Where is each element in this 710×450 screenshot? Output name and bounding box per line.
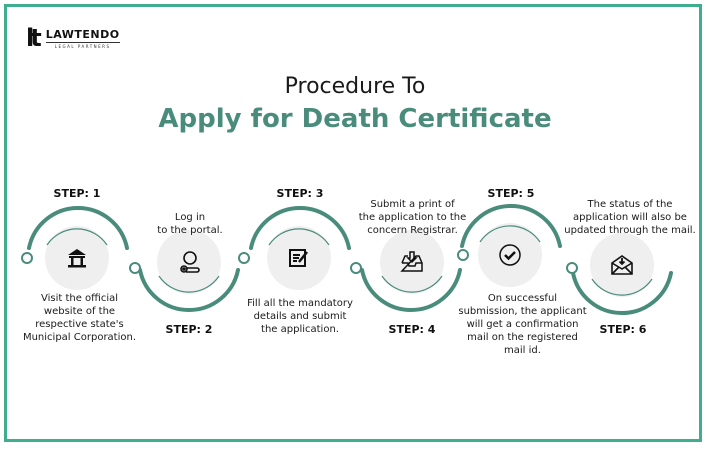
lawtendo-logo: lt LAWTENDO LEGAL PARTNERS (26, 26, 120, 50)
logo-name: LAWTENDO (45, 27, 120, 43)
step-1-label: STEP: 1 (53, 187, 101, 200)
checkmark-circle-icon (498, 243, 522, 267)
step-5-label: STEP: 5 (487, 187, 535, 200)
step-5-description: On successful submission, the applicant … (458, 293, 587, 356)
inbox-download-icon (400, 250, 424, 274)
step-1-description: Visit the official website of the respec… (22, 293, 137, 343)
infographic-border (4, 4, 702, 442)
step-6-description: The status of the application will also … (564, 199, 696, 236)
step-3-label: STEP: 3 (276, 187, 324, 200)
bank-building-icon (65, 246, 89, 270)
user-login-icon (177, 250, 201, 274)
step-2-label: STEP: 2 (165, 323, 213, 336)
step-3-description: Fill all the mandatory details and submi… (247, 298, 353, 335)
title-line-1: Procedure To (284, 74, 426, 99)
mail-open-icon (610, 253, 634, 277)
title-line-2: Apply for Death Certificate (158, 104, 552, 134)
step-4-description: Submit a print of the application to the… (358, 199, 467, 236)
edit-form-icon (287, 246, 311, 270)
logo-tagline: LEGAL PARTNERS (54, 43, 111, 49)
step-2-description: Log in to the portal. (157, 212, 223, 236)
step-6-label: STEP: 6 (599, 323, 647, 336)
step-4-label: STEP: 4 (388, 323, 436, 336)
